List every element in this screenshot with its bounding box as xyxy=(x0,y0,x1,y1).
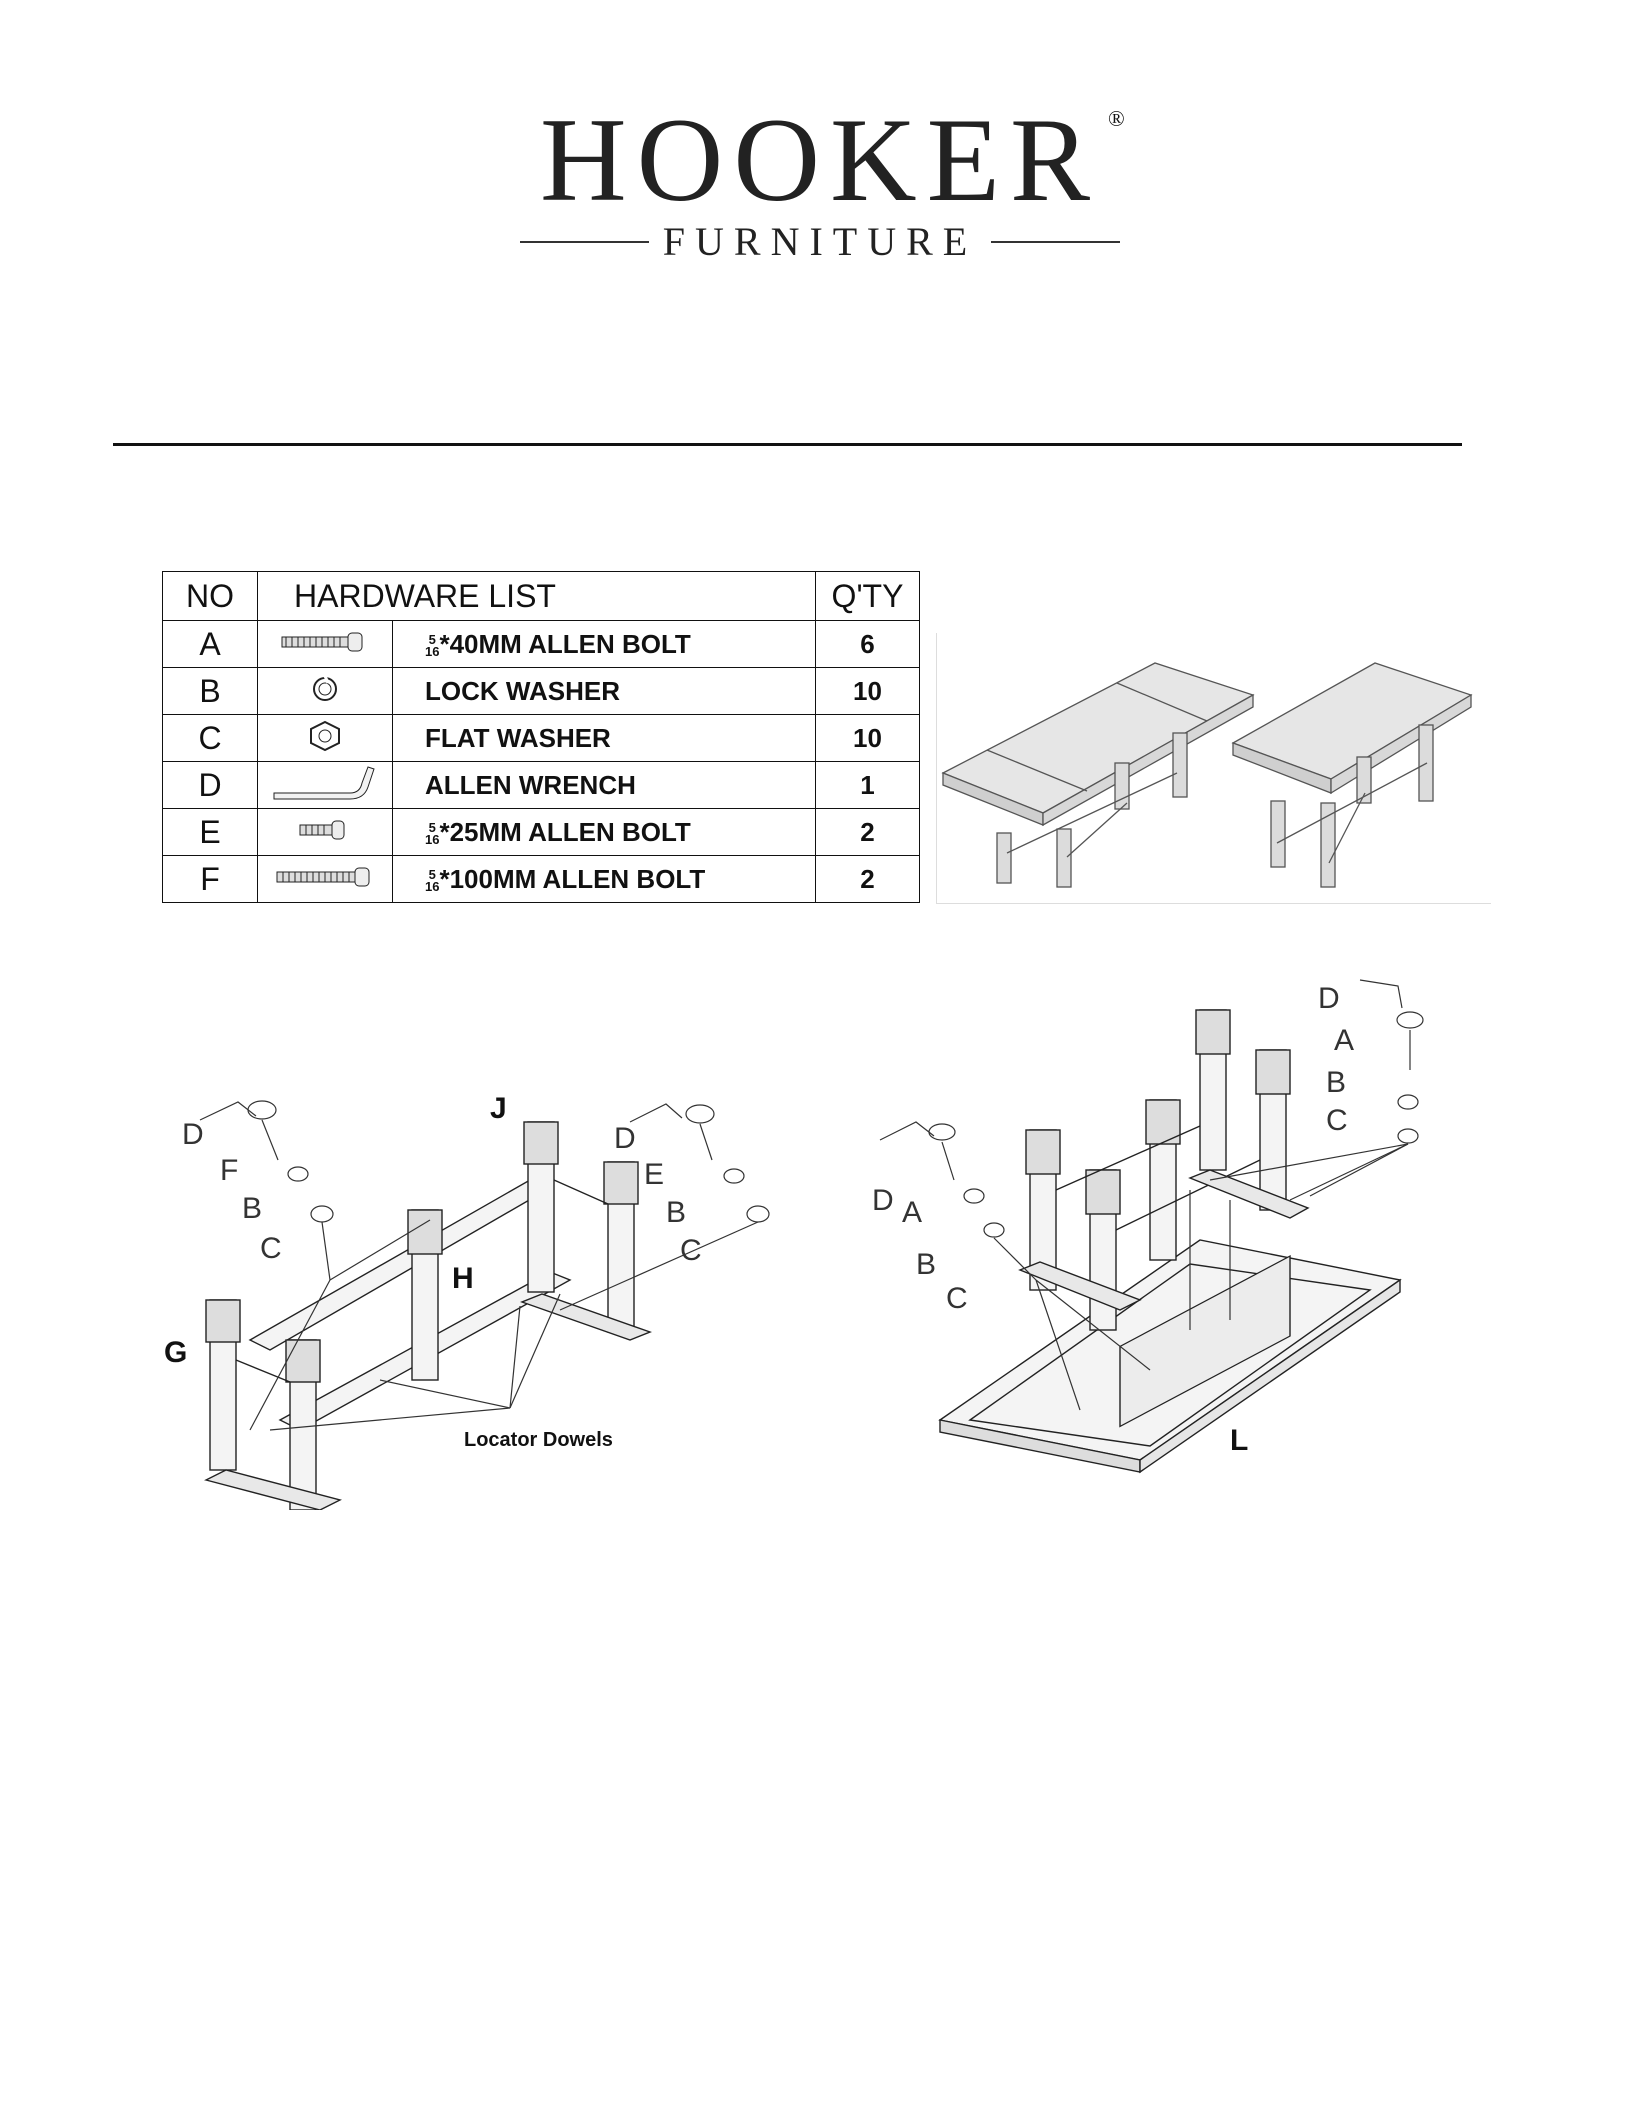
product-photo xyxy=(936,633,1491,904)
allen-wrench-icon xyxy=(258,762,393,809)
row-description-text: FLAT WASHER xyxy=(425,723,611,753)
row-description-text: ALLEN WRENCH xyxy=(425,770,636,800)
extra-long-bolt-icon xyxy=(258,856,393,903)
label-d-right: D xyxy=(1318,982,1340,1015)
label-locator-dowels: Locator Dowels xyxy=(464,1429,613,1451)
header-divider xyxy=(113,443,1462,446)
row-description: FLAT WASHER xyxy=(393,715,816,762)
row-description-text: *40MM ALLEN BOLT xyxy=(439,629,690,659)
label-c-right: C xyxy=(680,1234,702,1267)
header-hardware-list: HARDWARE LIST xyxy=(258,572,816,621)
top-assembly-diagram: D A B C D A B C L xyxy=(850,950,1470,1510)
label-j: J xyxy=(490,1092,507,1125)
row-letter: D xyxy=(163,762,258,809)
flat-washer-icon xyxy=(258,715,393,762)
label-a-left: A xyxy=(902,1196,922,1229)
row-letter: A xyxy=(163,621,258,668)
label-g: G xyxy=(164,1336,187,1369)
row-letter: B xyxy=(163,668,258,715)
hardware-row: C FLAT WASHER 10 xyxy=(163,715,920,762)
lock-washer-icon xyxy=(258,668,393,715)
row-qty: 10 xyxy=(816,668,920,715)
row-letter: E xyxy=(163,809,258,856)
label-d-left: D xyxy=(872,1184,894,1217)
registered-mark: ® xyxy=(1108,106,1125,132)
row-qty: 2 xyxy=(816,809,920,856)
label-c-left: C xyxy=(946,1282,968,1315)
row-qty: 10 xyxy=(816,715,920,762)
row-description-text: *25MM ALLEN BOLT xyxy=(439,817,690,847)
logo-wordmark: HOOKER xyxy=(520,100,1120,220)
long-bolt-icon xyxy=(258,621,393,668)
label-b-left: B xyxy=(916,1248,936,1281)
row-description: LOCK WASHER xyxy=(393,668,816,715)
label-b-right: B xyxy=(1326,1066,1346,1099)
row-description: ALLEN WRENCH xyxy=(393,762,816,809)
row-qty: 2 xyxy=(816,856,920,903)
header-qty: Q'TY xyxy=(816,572,920,621)
label-a-right: A xyxy=(1334,1024,1354,1057)
label-b-right: B xyxy=(666,1196,686,1229)
logo-subtitle-text: FURNITURE xyxy=(649,218,991,265)
label-h: H xyxy=(452,1262,474,1295)
logo-subtitle: FURNITURE xyxy=(520,218,1120,265)
logo-rule-left xyxy=(520,241,649,243)
row-description-text: LOCK WASHER xyxy=(425,676,620,706)
base-assembly-diagram: D F B C D E B C J H G Locator Dowels xyxy=(150,1010,790,1510)
hardware-header-row: NO HARDWARE LIST Q'TY xyxy=(163,572,920,621)
label-e: E xyxy=(644,1158,664,1191)
row-qty: 1 xyxy=(816,762,920,809)
label-c-left: C xyxy=(260,1232,282,1265)
label-b-left: B xyxy=(242,1192,262,1225)
label-c-right: C xyxy=(1326,1104,1348,1137)
row-letter: F xyxy=(163,856,258,903)
logo-rule-right xyxy=(991,241,1120,243)
header-no: NO xyxy=(163,572,258,621)
label-f: F xyxy=(220,1154,238,1187)
label-l: L xyxy=(1230,1424,1248,1457)
brand-logo: HOOKER ® FURNITURE xyxy=(520,100,1120,260)
short-bolt-icon xyxy=(258,809,393,856)
hardware-row: D ALLEN WRENCH 1 xyxy=(163,762,920,809)
label-d-left: D xyxy=(182,1118,204,1151)
row-letter: C xyxy=(163,715,258,762)
label-d-right: D xyxy=(614,1122,636,1155)
hardware-row: B LOCK WASHER 10 xyxy=(163,668,920,715)
row-description-text: *100MM ALLEN BOLT xyxy=(439,864,705,894)
row-qty: 6 xyxy=(816,621,920,668)
